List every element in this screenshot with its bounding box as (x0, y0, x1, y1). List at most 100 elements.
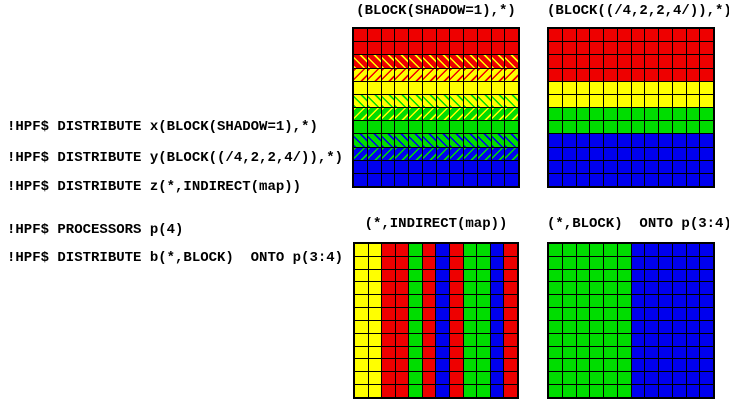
grid-cell (382, 359, 395, 372)
grid-cell (395, 295, 409, 308)
grid-cell (504, 256, 517, 269)
grid-cell (617, 256, 631, 269)
grid-cell (686, 173, 700, 186)
grid-cell (436, 173, 450, 186)
grid-cell (645, 173, 658, 186)
grid-cell (464, 108, 477, 121)
grid-cell (436, 320, 450, 333)
grid-cell (450, 121, 463, 134)
grid-cell (436, 55, 450, 68)
grid-cell (549, 81, 562, 94)
grid-cell (395, 29, 408, 42)
grid-cell (631, 55, 645, 68)
grid-cell (672, 160, 686, 173)
grid-cell (631, 147, 645, 160)
grid-cell (549, 134, 562, 147)
grid-cell (491, 29, 505, 42)
grid-cell (354, 94, 367, 107)
grid-cell (604, 42, 617, 55)
grid-cell (477, 55, 491, 68)
grid-cell (409, 346, 422, 359)
grid-cell (617, 282, 631, 295)
grid-cell (355, 346, 368, 359)
grid-cell (436, 295, 450, 308)
grid-cell (672, 295, 686, 308)
grid-cell (576, 55, 590, 68)
directive-distribute-b: !HPF$ DISTRIBUTE b(*,BLOCK) ONTO p(3:4) (7, 250, 344, 266)
grid-cell (686, 147, 700, 160)
grid-cell (604, 269, 617, 282)
grid-cell (576, 372, 590, 385)
grid-cell (409, 121, 422, 134)
grid-cell (368, 346, 382, 359)
grid-cell (672, 147, 686, 160)
directive-distribute-y: !HPF$ DISTRIBUTE y(BLOCK((/4,2,2,4/)),*) (7, 150, 344, 166)
grid-cell (700, 81, 713, 94)
grid-cell (355, 333, 368, 346)
grid-cell (436, 29, 450, 42)
grid-cell (409, 282, 422, 295)
grid-cell (368, 244, 382, 256)
grid-cell (477, 81, 491, 94)
grid-cell (381, 173, 395, 186)
grid-cell (355, 256, 368, 269)
grid-cell (477, 385, 490, 397)
grid-cell (700, 295, 713, 308)
grid-cell (464, 81, 477, 94)
grid-cell (477, 320, 490, 333)
grid-block-onto (547, 242, 715, 399)
grid-cell (659, 147, 672, 160)
grid-cell (631, 68, 645, 81)
grid-cell (631, 282, 645, 295)
grid-cell (464, 42, 477, 55)
grid-cell (436, 372, 450, 385)
grid-cell (672, 94, 686, 107)
grid-cell (477, 308, 490, 320)
grid-cell (590, 42, 603, 55)
grid-cell (436, 256, 450, 269)
grid-cell (368, 308, 382, 320)
grid-cell (477, 372, 490, 385)
grid-cell (700, 385, 713, 397)
grid-cell (686, 68, 700, 81)
grid-cell (562, 269, 576, 282)
grid-cell (436, 68, 450, 81)
grid-cell (631, 134, 645, 147)
grid-cell (354, 121, 367, 134)
grid-cell (659, 385, 672, 397)
grid-cell (562, 108, 576, 121)
grid-cell (505, 147, 518, 160)
grid-cell (672, 29, 686, 42)
grid-cell (367, 121, 381, 134)
grid-cell (659, 81, 672, 94)
grid-cell (659, 173, 672, 186)
grid-cell (700, 372, 713, 385)
panel-label-block-shadow: (BLOCK(SHADOW=1),*) (356, 3, 516, 19)
grid-cell (645, 346, 658, 359)
grid-cell (645, 372, 658, 385)
grid-cell (549, 269, 562, 282)
grid-cell (590, 160, 603, 173)
grid-cell (450, 108, 463, 121)
grid-cell (686, 55, 700, 68)
grid-cell (463, 256, 477, 269)
grid-cell (672, 256, 686, 269)
grid-cell (549, 333, 562, 346)
grid-cell (631, 385, 645, 397)
grid-cell (395, 256, 409, 269)
grid-cell (395, 173, 408, 186)
grid-indirect-map (353, 242, 519, 399)
grid-cell (659, 134, 672, 147)
grid-cell (576, 121, 590, 134)
grid-cell (659, 295, 672, 308)
grid-cell (576, 81, 590, 94)
grid-cell (409, 308, 422, 320)
grid-cell (617, 55, 631, 68)
grid-cell (672, 108, 686, 121)
grid-cell (381, 134, 395, 147)
grid-cell (672, 308, 686, 320)
grid-cell (700, 173, 713, 186)
grid-cell (422, 29, 436, 42)
grid-cell (700, 244, 713, 256)
grid-cell (549, 68, 562, 81)
